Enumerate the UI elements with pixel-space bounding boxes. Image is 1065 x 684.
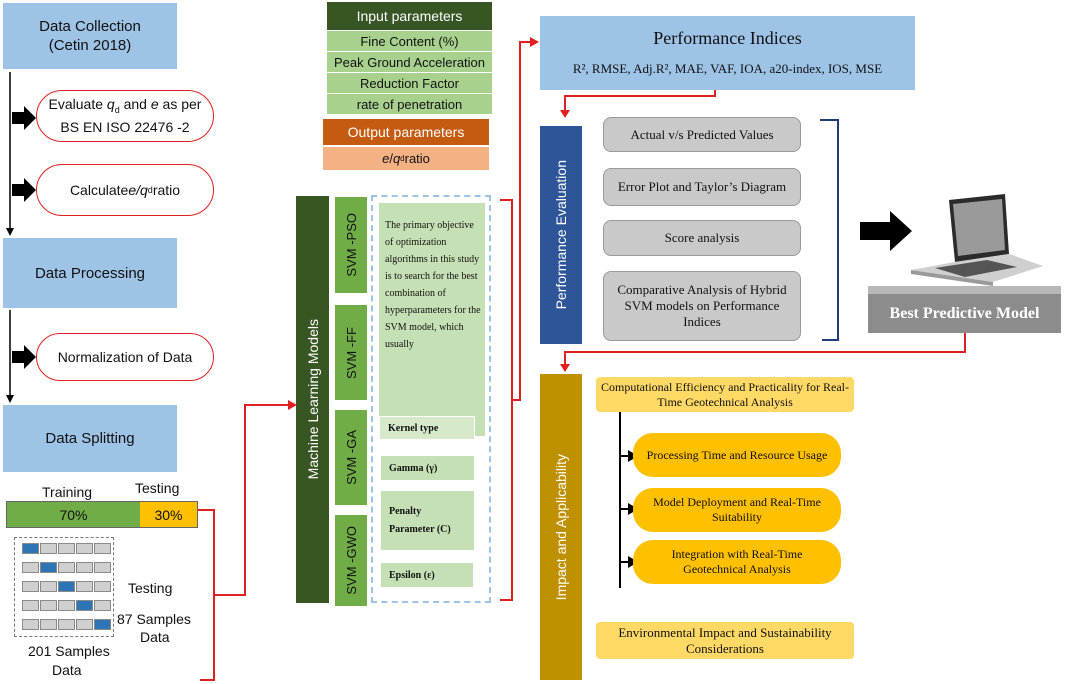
optimization-description: The primary objective of optimization al… — [379, 203, 485, 436]
hyperparameter-penalty: Penalty Parameter (C) — [381, 491, 474, 550]
evaluate-line2: BS EN ISO 22476 -2 — [60, 118, 190, 135]
input-param: rate of penetration — [327, 94, 492, 114]
train-fold-cell — [40, 581, 57, 592]
optimization-box — [371, 195, 491, 603]
svm-ga-tab: SVM -GA — [335, 410, 367, 505]
train-fold-cell — [76, 619, 93, 630]
data-collection-source: (Cetin 2018) — [48, 37, 132, 54]
samples-note-data: Data — [52, 662, 82, 678]
normalization-step: Normalization of Data — [36, 333, 214, 381]
evaluate-step: Evaluate qd and e as per BS EN ISO 22476… — [36, 90, 214, 142]
train-fold-cell — [58, 543, 75, 554]
train-fold-cell — [40, 619, 57, 630]
hyperparameter-kernel: Kernel type — [379, 416, 475, 440]
svm-gwo-tab: SVM -GWO — [335, 515, 367, 606]
testing-segment: 30% — [140, 502, 197, 527]
data-processing-box: Data Processing — [3, 238, 177, 308]
train-fold-cell — [76, 562, 93, 573]
input-parameters-header: Input parameters — [327, 2, 492, 30]
input-param: Reduction Factor — [327, 73, 492, 93]
samples-note-count: 201 Samples — [28, 643, 110, 659]
best-model-box: Best Predictive Model — [868, 286, 1061, 333]
train-fold-cell — [94, 600, 111, 611]
hyperparameter-gamma: Gamma (γ) — [381, 456, 474, 480]
test-fold-cell — [40, 562, 57, 573]
fold-row — [22, 543, 113, 554]
train-fold-cell — [40, 600, 57, 611]
train-fold-cell — [94, 562, 111, 573]
test-fold-cell — [94, 619, 111, 630]
hyperparameter-epsilon: Epsilon (ε) — [381, 563, 473, 587]
impact-model-deployment: Model Deployment and Real-Time Suitabili… — [633, 488, 841, 532]
laptop-icon — [911, 194, 1043, 286]
impact-integration: Integration with Real-Time Geotechnical … — [633, 540, 841, 584]
test-fold-cell — [58, 581, 75, 592]
train-fold-cell — [22, 562, 39, 573]
svm-pso-tab: SVM -PSO — [335, 197, 367, 293]
fold-row — [22, 619, 113, 630]
train-fold-cell — [22, 619, 39, 630]
performance-indices-title: Performance Indices — [653, 28, 802, 48]
testing-label: Testing — [135, 480, 180, 496]
eval-comparative-analysis: Comparative Analysis of Hybrid SVM model… — [603, 271, 801, 341]
performance-evaluation-label: Performance Evaluation — [540, 126, 582, 344]
train-fold-cell — [58, 562, 75, 573]
train-fold-cell — [58, 600, 75, 611]
training-label: Training — [42, 484, 93, 500]
fold-row — [22, 581, 113, 592]
kfold-grid — [14, 537, 114, 637]
train-fold-cell — [22, 581, 39, 592]
input-parameters-list: Fine Content (%) Peak Ground Acceleratio… — [327, 31, 492, 114]
data-collection-title: Data Collection — [39, 18, 141, 35]
impact-label: Impact and Applicability — [540, 374, 582, 680]
test-fold-cell — [76, 600, 93, 611]
performance-indices-list: R², RMSE, Adj.R², MAE, VAF, IOA, a20-ind… — [572, 61, 883, 76]
testing-note-title: Testing — [128, 580, 173, 596]
train-fold-cell — [94, 581, 111, 592]
svm-ff-tab: SVM -FF — [335, 305, 367, 400]
testing-note-count: 87 Samples — [117, 611, 191, 627]
input-param: Fine Content (%) — [327, 31, 492, 51]
impact-processing-time: Processing Time and Resource Usage — [633, 433, 841, 477]
test-fold-cell — [22, 543, 39, 554]
input-param: Peak Ground Acceleration — [327, 52, 492, 72]
fold-row — [22, 562, 113, 573]
environmental-impact: Environmental Impact and Sustainability … — [596, 622, 854, 659]
train-fold-cell — [58, 619, 75, 630]
ml-models-label: Machine Learning Models — [296, 196, 329, 603]
data-splitting-box: Data Splitting — [3, 405, 177, 472]
evaluate-line1: Evaluate qd and e as per — [48, 96, 202, 115]
train-fold-cell — [22, 600, 39, 611]
eval-score-analysis: Score analysis — [603, 220, 801, 256]
fold-row — [22, 600, 113, 611]
data-collection-box: Data Collection (Cetin 2018) — [3, 3, 177, 69]
train-fold-cell — [76, 543, 93, 554]
output-parameters-header: Output parameters — [323, 119, 489, 145]
impact-header: Computational Efficiency and Practicalit… — [596, 377, 854, 412]
train-fold-cell — [40, 543, 57, 554]
performance-indices-box: Performance Indices R², RMSE, Adj.R², MA… — [540, 16, 915, 90]
testing-note-data: Data — [140, 629, 170, 645]
eval-error-plot: Error Plot and Taylor’s Diagram — [603, 168, 801, 206]
train-fold-cell — [76, 581, 93, 592]
training-segment: 70% — [7, 502, 140, 527]
train-fold-cell — [94, 543, 111, 554]
eval-actual-vs-predicted: Actual v/s Predicted Values — [603, 117, 801, 152]
split-bar: 70% 30% — [6, 501, 198, 528]
